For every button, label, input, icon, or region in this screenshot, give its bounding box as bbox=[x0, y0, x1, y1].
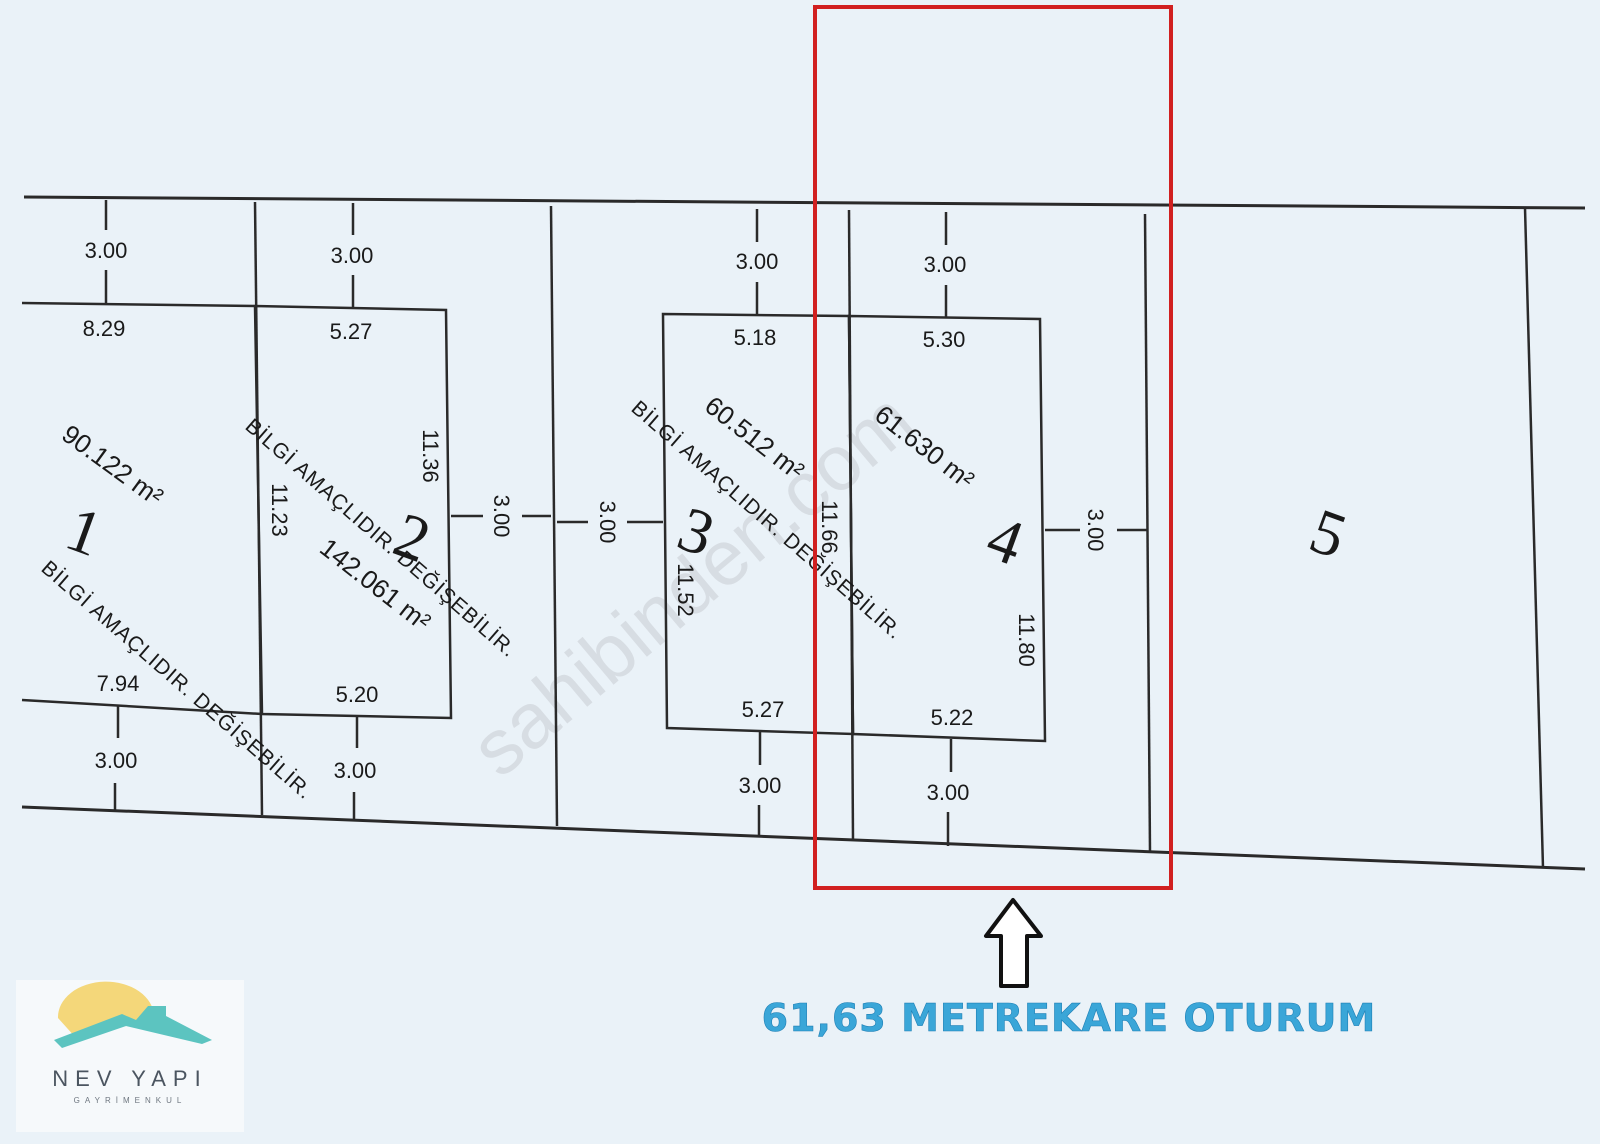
lot3-right-depth-label: 11.66 bbox=[817, 500, 842, 553]
logo-subtitle-text: GAYRİMENKUL bbox=[73, 1096, 187, 1105]
lot3-top-setback-label: 3.00 bbox=[736, 249, 779, 274]
logo-emblem bbox=[54, 981, 212, 1048]
caption-text: 61,63 METREKARE OTURUM bbox=[762, 996, 1377, 1040]
lot3-side-setback-label: 3.00 bbox=[595, 501, 620, 544]
lot2-top-width-label: 5.27 bbox=[330, 319, 373, 344]
lot4-right-depth-label: 11.80 bbox=[1014, 613, 1039, 666]
lot3-left-depth-label: 11.52 bbox=[673, 563, 698, 616]
lot4-side-setback-label: 3.00 bbox=[1083, 509, 1108, 552]
lot4-top-setback-label: 3.00 bbox=[924, 252, 967, 277]
lot2-top-setback-label: 3.00 bbox=[331, 243, 374, 268]
lot4-bottom-width-label: 5.22 bbox=[931, 705, 974, 730]
lot2-disclaimer: BİLGİ AMAÇLIDIR. DEĞİŞEBİLİR. bbox=[241, 414, 521, 662]
parcel-divider-4-5 bbox=[1143, 213, 1152, 853]
lot2-side-setback-label: 3.00 bbox=[489, 495, 514, 538]
company-logo: NEV YAPI GAYRİMENKUL bbox=[16, 980, 244, 1132]
lot2-bottom-width-label: 5.20 bbox=[336, 682, 379, 707]
highlight-frame bbox=[813, 5, 1173, 890]
lot4-bottom-setback-label: 3.00 bbox=[927, 780, 970, 805]
lot1-number: 1 bbox=[57, 492, 111, 570]
lot1-bottom-setback-label: 3.00 bbox=[95, 748, 138, 773]
top-boundary-line bbox=[23, 195, 1586, 210]
lot4-number: 4 bbox=[978, 501, 1032, 579]
lot1-bottom-width-label: 7.94 bbox=[97, 671, 140, 696]
lot1-building-bottom bbox=[21, 698, 263, 716]
bottom-boundary-line bbox=[21, 805, 1586, 871]
parcel-divider-2-3 bbox=[549, 205, 559, 827]
lot2-building-outline bbox=[253, 304, 453, 720]
lot4-top-width-label: 5.30 bbox=[923, 327, 966, 352]
lot2-bottom-setback-label: 3.00 bbox=[334, 758, 377, 783]
up-arrow-icon bbox=[984, 898, 1043, 988]
lot1-disclaimer: BİLGİ AMAÇLIDIR. DEĞİŞEBİLİR. bbox=[37, 556, 317, 804]
lot1-top-setback-label: 3.00 bbox=[85, 238, 128, 263]
lot1-top-width-label: 8.29 bbox=[83, 316, 126, 341]
lot2-left-depth-label: 11.23 bbox=[267, 483, 292, 536]
lot3-top-width-label: 5.18 bbox=[734, 325, 777, 350]
lot2-right-depth-label: 11.36 bbox=[418, 429, 443, 482]
lot1-building-outline bbox=[21, 301, 256, 308]
lot3-bottom-setback-label: 3.00 bbox=[739, 773, 782, 798]
parcel-divider-5-6 bbox=[1523, 207, 1545, 869]
lot5-number: 5 bbox=[1301, 494, 1355, 572]
logo-brand-text: NEV YAPI bbox=[52, 1066, 208, 1091]
lot1-area-label: 90.122 m² bbox=[56, 419, 169, 512]
logo-roof bbox=[54, 1006, 212, 1048]
lot3-bottom-width-label: 5.27 bbox=[742, 697, 785, 722]
lot4-building-outline bbox=[847, 314, 1047, 743]
